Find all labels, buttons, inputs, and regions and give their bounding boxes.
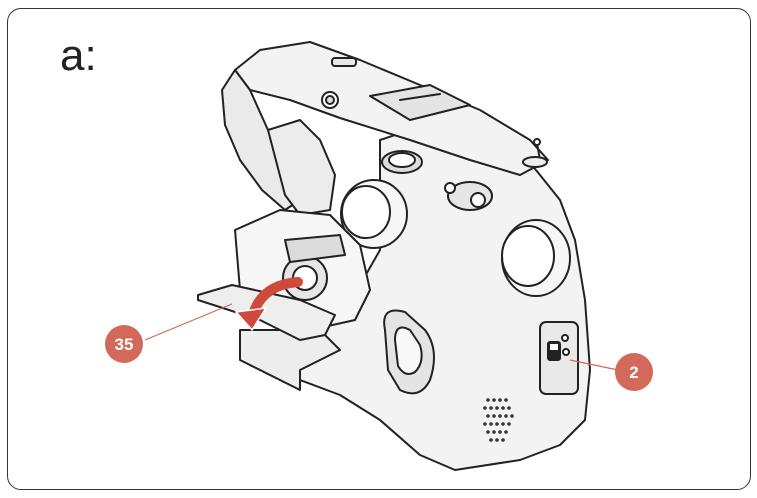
callout-35-number: 35 bbox=[115, 335, 134, 354]
callout-2: 2 bbox=[615, 353, 653, 391]
top-recess bbox=[369, 84, 471, 121]
leader-line-2 bbox=[569, 359, 619, 371]
callout-2-number: 2 bbox=[629, 363, 638, 382]
thread-guide bbox=[331, 57, 357, 67]
flatbed-cover bbox=[197, 284, 336, 341]
vent-grille bbox=[483, 398, 514, 442]
needle-area bbox=[267, 119, 336, 216]
callout-35: 35 bbox=[105, 325, 143, 363]
leader-line-35 bbox=[144, 303, 233, 341]
panel-label: a: bbox=[60, 31, 97, 80]
